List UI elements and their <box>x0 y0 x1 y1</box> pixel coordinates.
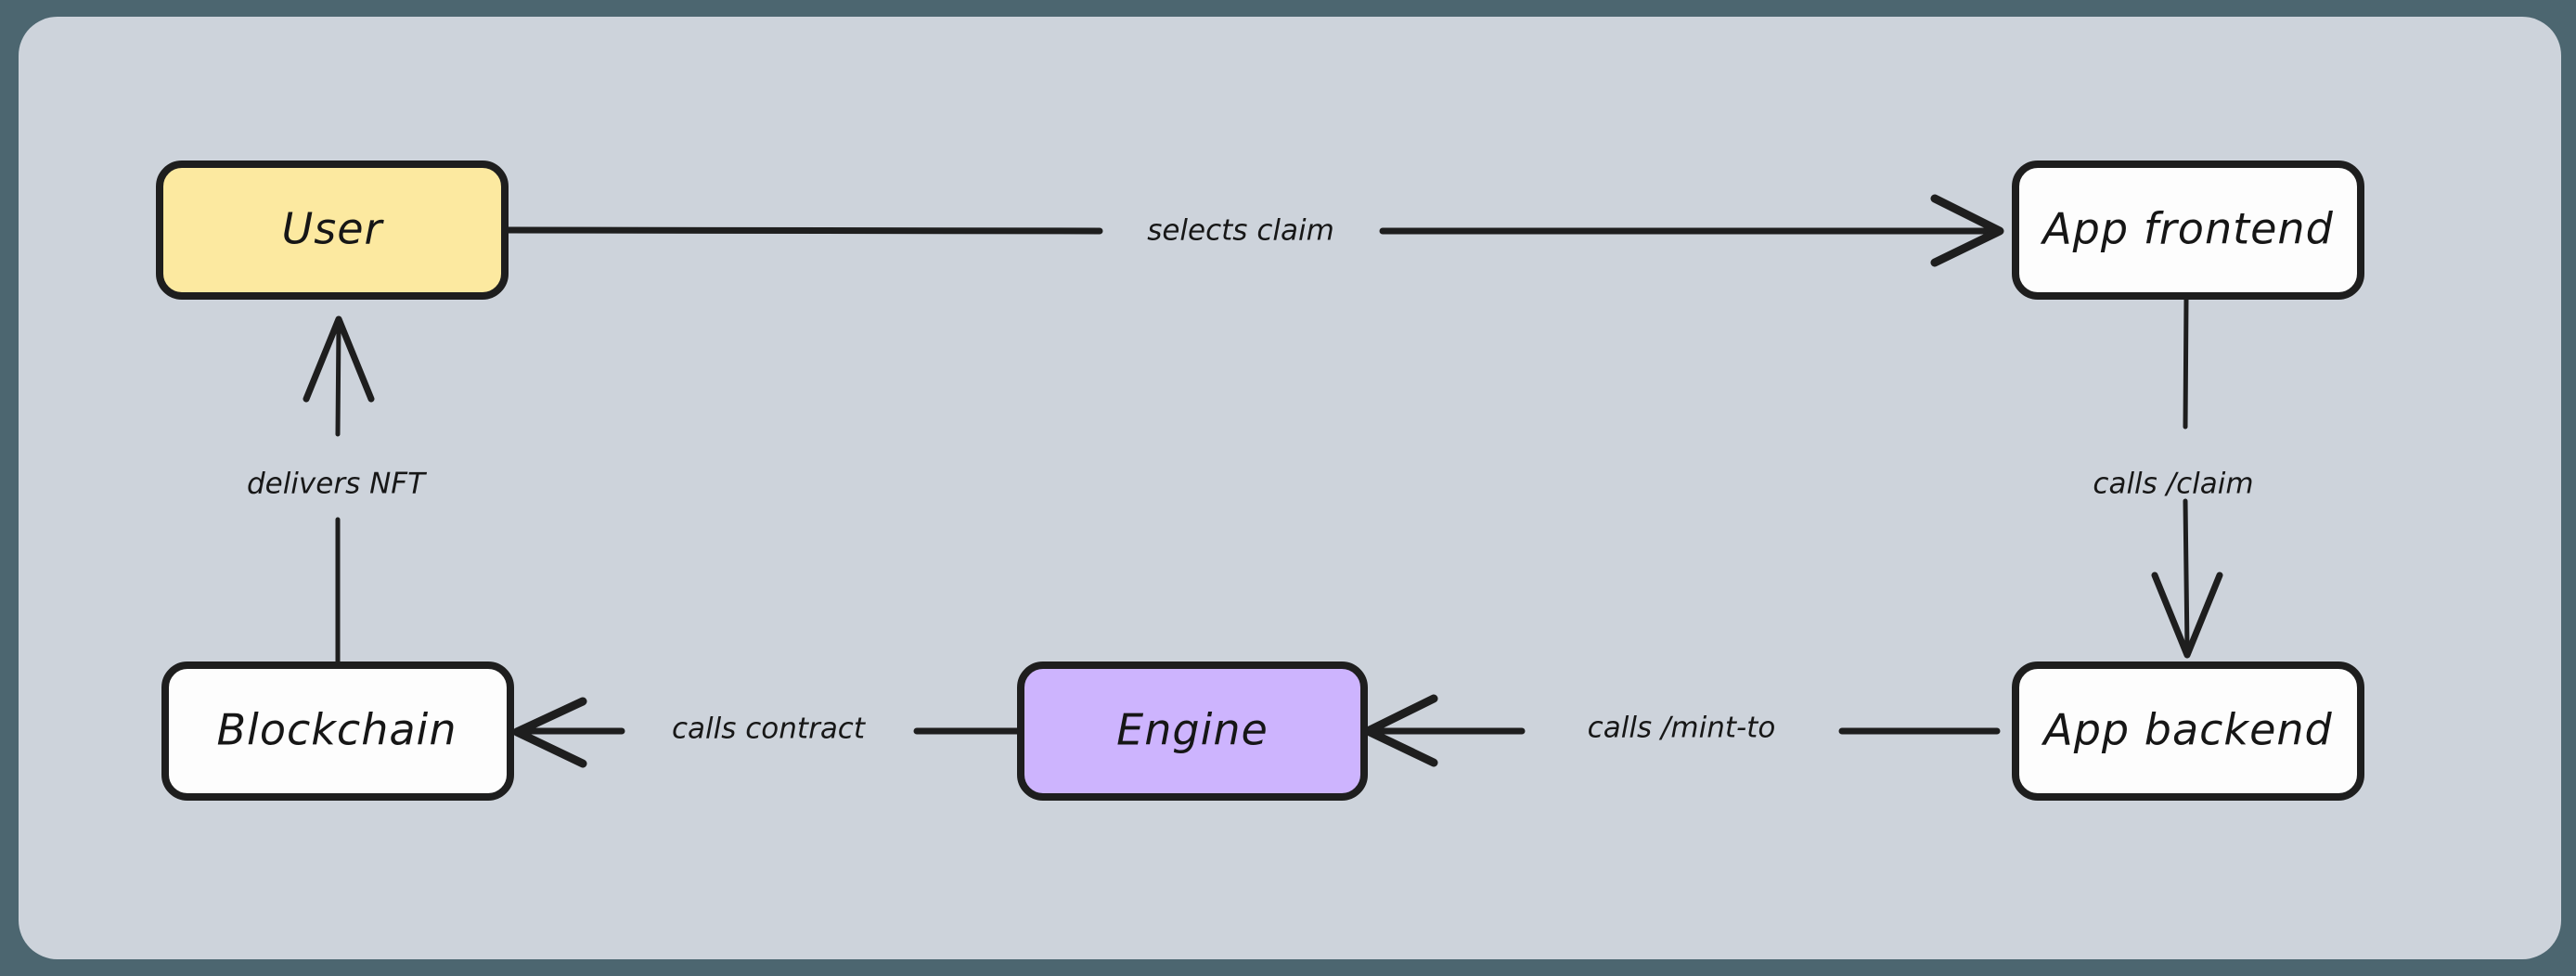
node-app-backend[interactable]: App backend <box>2012 661 2364 801</box>
arrowhead-down-app-backend <box>2151 571 2223 659</box>
edge-line-delivers-nft <box>335 320 341 665</box>
arrowhead-left-blockchain <box>512 697 587 768</box>
edge-app-frontend-to-app-backend: calls /claim <box>2093 296 2254 659</box>
arrowhead-up-user <box>303 315 375 403</box>
edge-engine-to-blockchain: calls contract <box>512 697 1023 768</box>
edge-line-calls-claim <box>2183 296 2190 652</box>
node-blockchain-shape[interactable] <box>161 661 514 801</box>
edge-label-delivers-nft: delivers NFT <box>247 468 427 501</box>
node-app-frontend[interactable]: App frontend <box>2012 161 2364 300</box>
node-blockchain-label: Blockchain <box>217 705 457 755</box>
node-blockchain[interactable]: Blockchain <box>161 661 514 801</box>
node-engine[interactable]: Engine <box>1017 661 1368 801</box>
node-user-label: User <box>282 204 385 254</box>
edge-label-calls-mint-to: calls /mint-to <box>1588 712 1776 745</box>
edge-user-to-app-frontend: selects claim <box>505 194 2004 267</box>
node-app-frontend-label: App frontend <box>2040 204 2334 254</box>
node-engine-shape[interactable] <box>1017 661 1368 801</box>
node-app-frontend-shape[interactable] <box>2012 161 2364 300</box>
edge-app-backend-to-engine: calls /mint-to <box>1363 694 2001 767</box>
edge-label-selects-claim: selects claim <box>1147 214 1334 248</box>
node-user-shape[interactable] <box>156 161 509 300</box>
edge-label-calls-contract: calls contract <box>672 713 867 746</box>
edge-label-calls-claim: calls /claim <box>2093 468 2253 501</box>
arrowhead-right-app-frontend <box>1930 194 2004 267</box>
node-app-backend-label: App backend <box>2041 705 2332 755</box>
edge-line-selects-claim <box>505 226 2001 235</box>
node-app-backend-shape[interactable] <box>2012 661 2364 801</box>
node-engine-label: Engine <box>1116 705 1269 755</box>
edge-blockchain-to-user: delivers NFT <box>247 315 427 665</box>
node-user[interactable]: User <box>156 161 509 300</box>
